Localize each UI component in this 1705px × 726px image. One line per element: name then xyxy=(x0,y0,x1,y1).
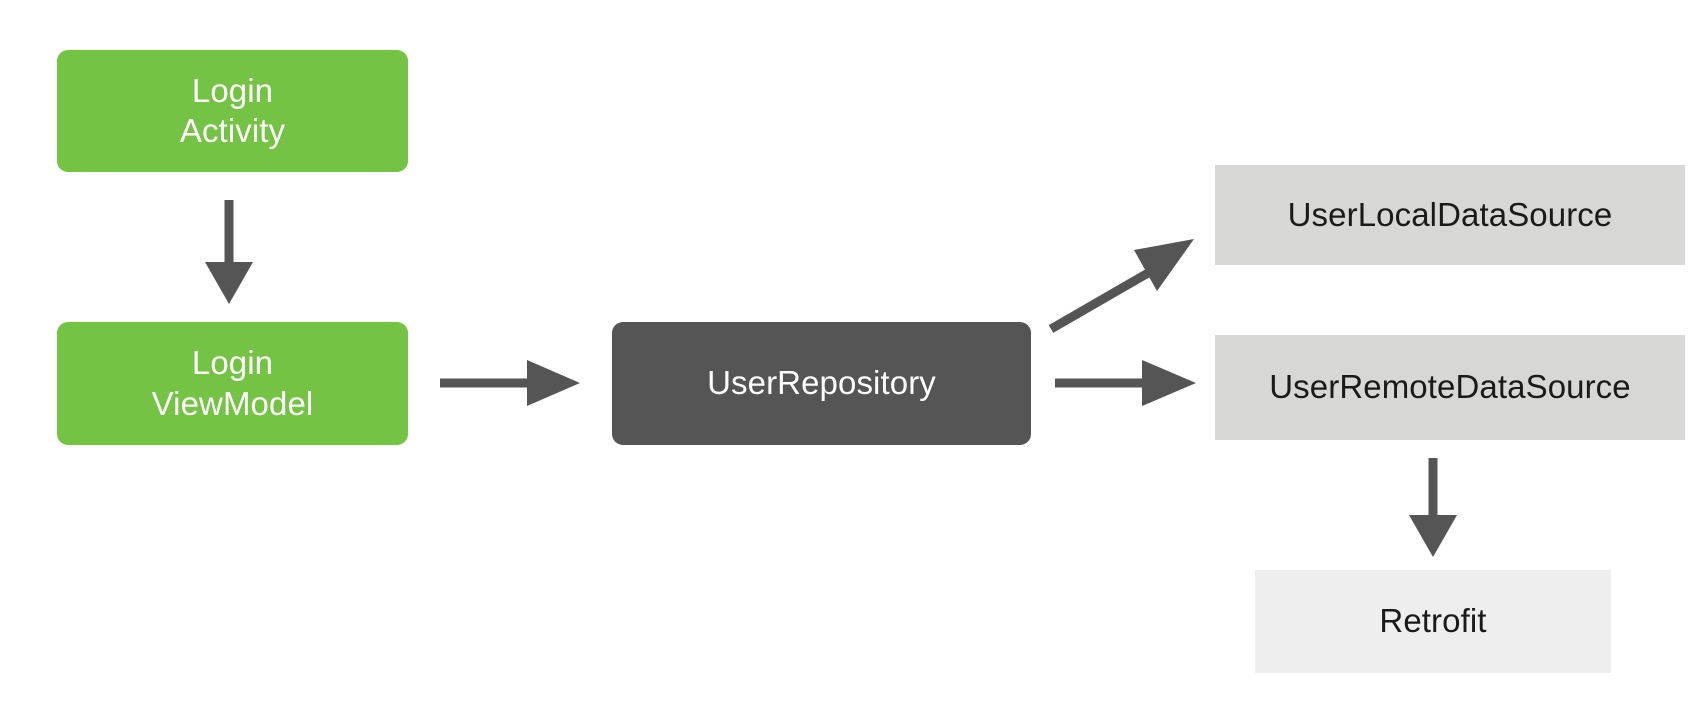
node-user-repository[interactable]: UserRepository xyxy=(612,322,1031,445)
node-login-activity[interactable]: Login Activity xyxy=(57,50,408,172)
edge-repository-to-remote-datasource-arrow xyxy=(1055,360,1196,406)
edge-remote-datasource-to-retrofit-arrow xyxy=(1409,458,1457,557)
edge-repository-to-local-datasource-arrow xyxy=(1048,239,1194,333)
node-login-viewmodel[interactable]: Login ViewModel xyxy=(57,322,408,445)
node-retrofit[interactable]: Retrofit xyxy=(1255,570,1611,673)
edge-viewmodel-to-repository-arrow xyxy=(440,360,580,406)
edge-activity-to-viewmodel-arrow xyxy=(205,200,253,304)
node-user-local-datasource[interactable]: UserLocalDataSource xyxy=(1215,165,1685,265)
node-user-remote-datasource[interactable]: UserRemoteDataSource xyxy=(1215,335,1685,440)
